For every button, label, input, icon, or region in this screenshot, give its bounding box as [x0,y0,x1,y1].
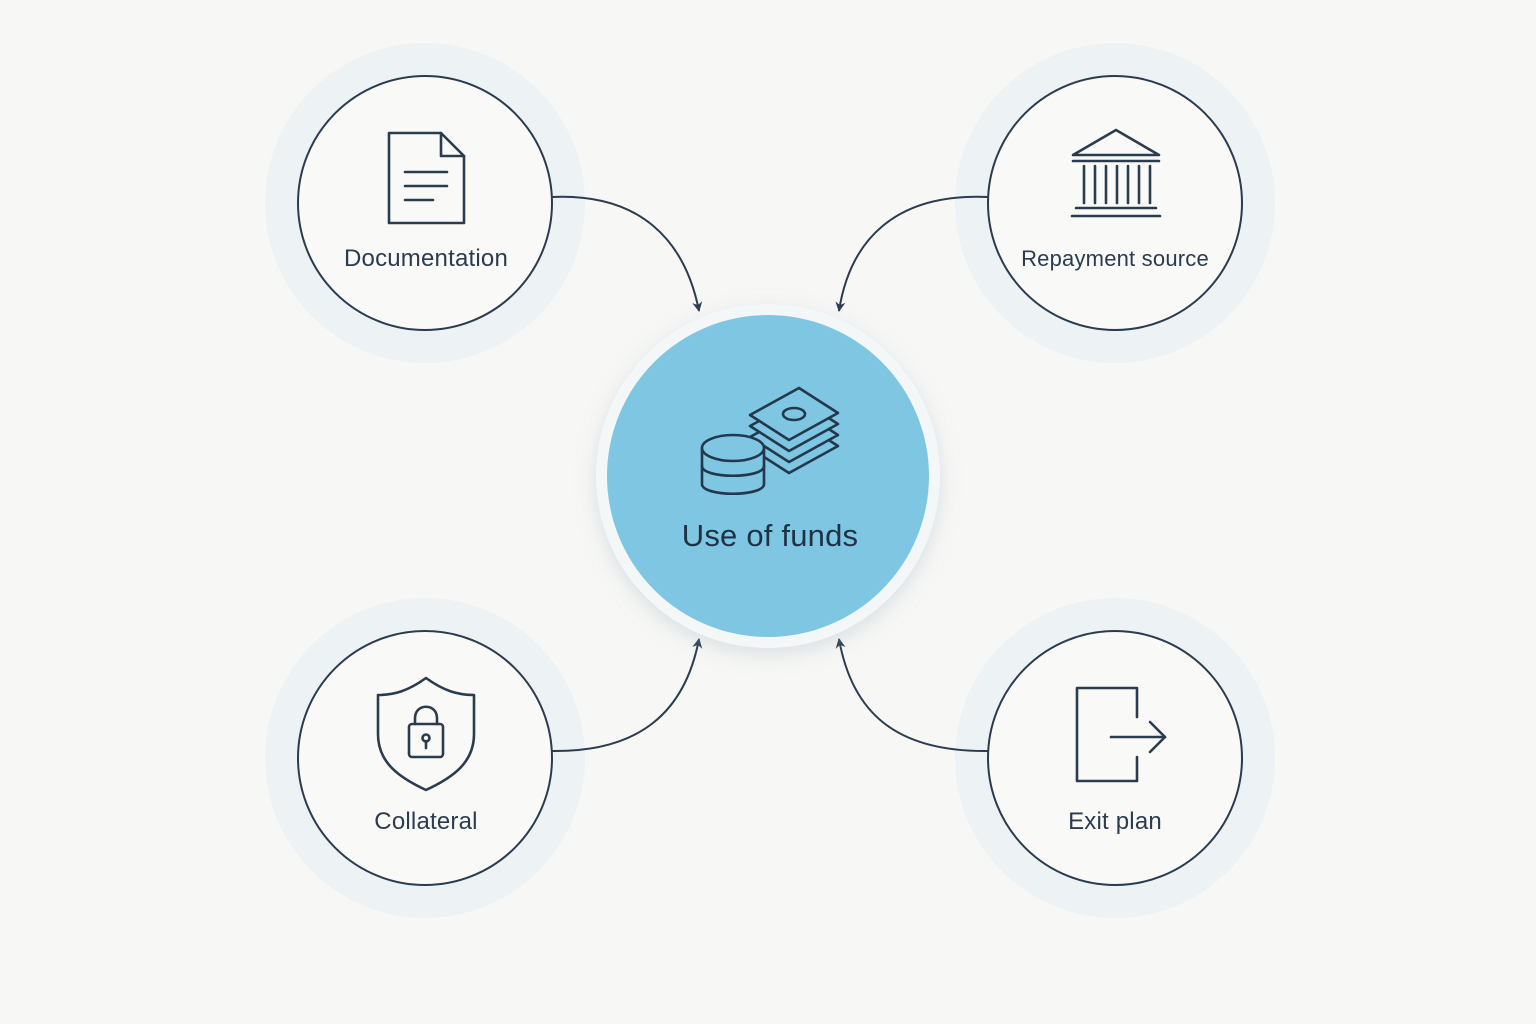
exit-plan-node [987,630,1243,886]
coins-and-bills-icon [700,386,840,496]
shield-lock-icon [376,676,476,792]
center-label: Use of funds [681,518,859,553]
collateral-connector [551,638,703,753]
documentation-connector [551,195,703,312]
center-node [607,315,929,637]
repayment-source-node [987,75,1243,331]
exit-arrow-icon [1075,686,1167,783]
repayment-source-label: Repayment source [1021,246,1209,271]
repayment-source-connector [835,195,989,312]
documentation-label: Documentation [343,245,509,272]
document-icon [387,131,466,225]
collateral-label: Collateral [374,808,478,835]
exit-plan-connector [835,638,989,753]
bank-icon [1070,128,1162,218]
documentation-node [297,75,553,331]
exit-plan-label: Exit plan [1068,808,1162,835]
